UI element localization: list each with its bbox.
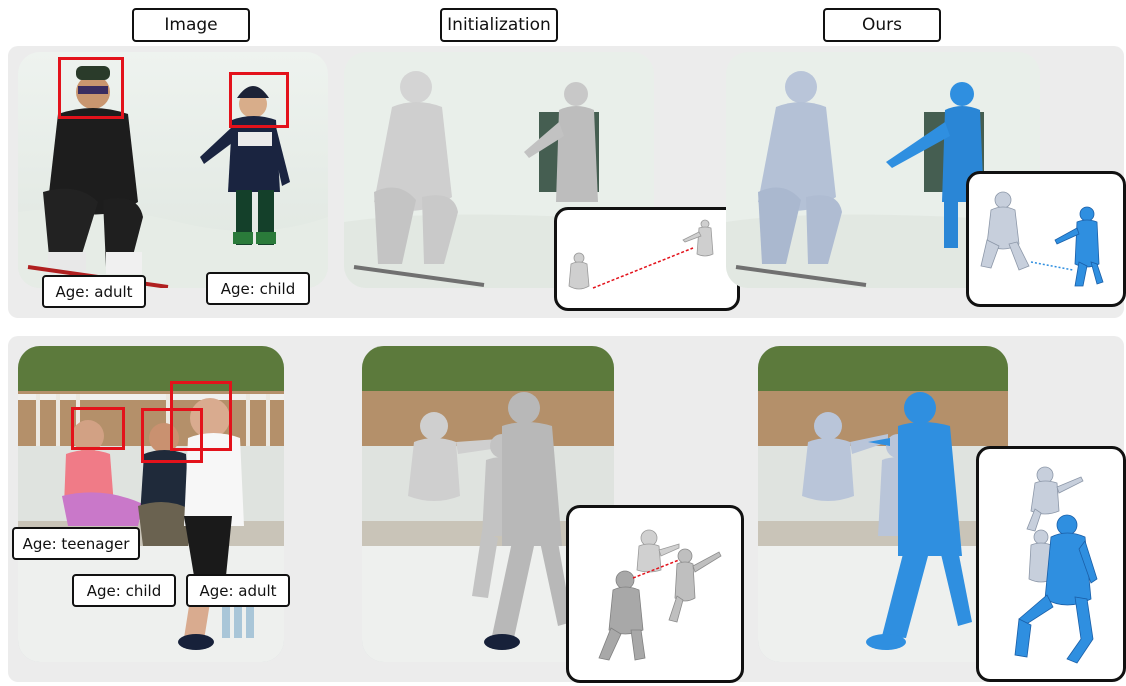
row2-teen-face-box [71, 407, 125, 450]
column-header-initialization: Initialization [440, 8, 558, 42]
row1-adult-face-box [58, 57, 124, 119]
row2-age-label-child: Age: child [72, 574, 176, 607]
column-header-image-label: Image [164, 15, 217, 35]
row1-age-label-adult: Age: adult [42, 275, 146, 308]
row2-age-label-teenager: Age: teenager [12, 527, 140, 560]
row2-age-label-adult-text: Age: adult [199, 582, 276, 600]
column-header-image: Image [132, 8, 250, 42]
row2-age-label-adult: Age: adult [186, 574, 290, 607]
row1-age-label-adult-text: Age: adult [55, 283, 132, 301]
column-header-initialization-label: Initialization [447, 15, 551, 35]
row2-ours-3d-inset [976, 446, 1126, 682]
column-header-ours: Ours [823, 8, 941, 42]
row1-age-label-child-text: Age: child [221, 280, 295, 298]
row1-initialization-3d-inset [554, 207, 740, 311]
row1-age-label-child: Age: child [206, 272, 310, 305]
row2-age-label-child-text: Age: child [87, 582, 161, 600]
row2-ours-photo [758, 346, 1008, 662]
row2-input-photo [18, 346, 284, 662]
row2-age-label-teenager-text: Age: teenager [23, 535, 130, 553]
row2-initialization-3d-inset [566, 505, 744, 683]
row1-ours-3d-inset [966, 171, 1126, 307]
row1-child-face-box [229, 72, 289, 128]
row2-adult-face-box [170, 381, 232, 451]
column-header-ours-label: Ours [862, 15, 902, 35]
